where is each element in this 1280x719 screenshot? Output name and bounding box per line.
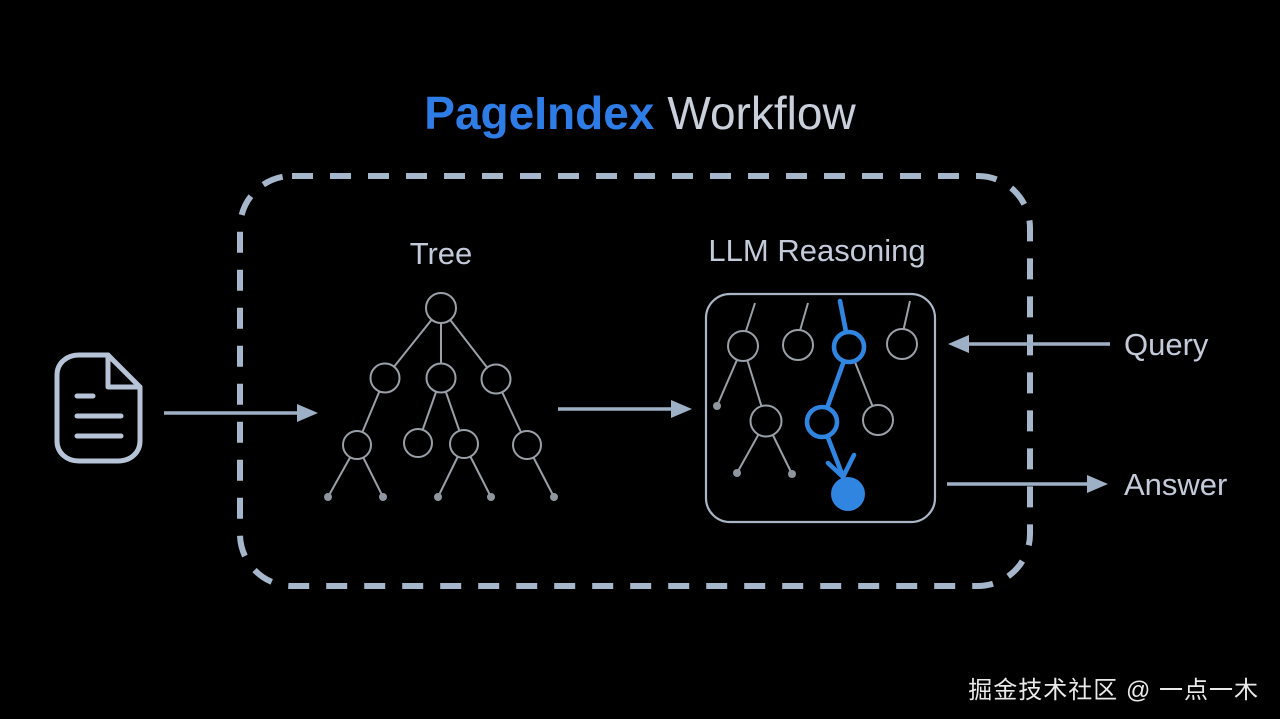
document-icon [54,352,143,464]
llm-reasoning-label: LLM Reasoning [708,233,926,268]
watermark-text: 掘金技术社区 @ 一点一木 [968,677,1259,704]
tree-leaf-dot [379,493,387,501]
llm-tree-node [749,404,783,438]
tree-node [512,430,542,460]
tree-node [449,429,479,459]
llm-tree-edges [716,300,911,475]
tree-leaf-dot [487,493,495,501]
tree-leaf-dot [434,493,442,501]
tree-leaf-dot [550,493,558,501]
title-brand: PageIndex [424,87,655,139]
tree-to-llm-arrow [558,400,692,418]
reasoning-arrowhead-icon [825,452,857,481]
tree-node [369,362,401,394]
workflow-dashed-border [237,173,1033,589]
tree-label: Tree [409,236,473,271]
answer-label: Answer [1124,467,1228,502]
tree-node [403,428,433,458]
tree-node [480,363,512,395]
llm-tree-node [782,329,814,361]
tree-node [425,292,457,324]
llm-tree-node [862,404,894,436]
query-input-arrow [948,335,1110,353]
llm-leaf-dot [733,469,741,477]
llm-tree-node [886,328,918,360]
llm-leaf-dot [788,470,796,478]
document-to-workflow-arrow [164,404,318,422]
query-label: Query [1124,327,1209,362]
llm-reasoning-box [704,292,937,524]
answer-output-arrow [947,475,1108,493]
llm-tree-node [727,330,759,362]
tree-leaf-dot [324,493,332,501]
tree-node [425,362,457,394]
tree-edges [327,307,555,498]
selected-result-node [831,477,865,511]
llm-leaf-dot [713,402,721,410]
llm-reasoning-diagram [704,292,937,524]
reasoning-path [819,298,852,477]
reasoning-path-node [831,329,867,365]
tree-diagram [324,292,558,501]
tree-node [342,430,372,460]
reasoning-path-node [804,404,840,440]
title-workflow: Workflow [667,87,856,139]
